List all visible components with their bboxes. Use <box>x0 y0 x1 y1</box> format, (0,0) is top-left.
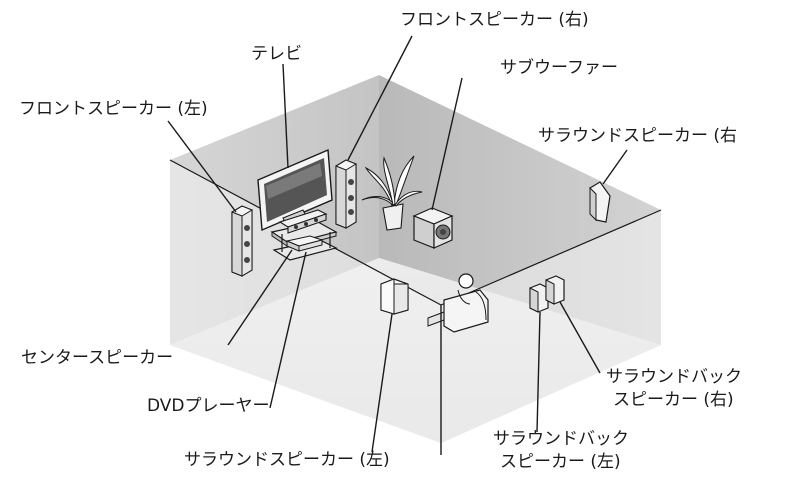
surround-right-speaker-shape <box>589 181 611 223</box>
subwoofer-shape <box>412 207 454 249</box>
surround-left-speaker-shape <box>380 278 409 315</box>
label-surround-right: サラウンドスピーカー (右 <box>538 126 738 146</box>
front-right-speaker-shape <box>335 159 357 229</box>
plant-shape <box>361 155 423 231</box>
label-subwoofer: サブウーファー <box>500 58 618 78</box>
tv-shape <box>257 148 333 232</box>
label-tv: テレビ <box>251 44 302 64</box>
label-surround-back-left-line2: スピーカー (左) <box>500 452 621 472</box>
label-surround-back-right-line1: サラウンドバック <box>606 367 742 387</box>
listener-chair-shape <box>427 273 489 333</box>
label-front-right: フロントスピーカー (右) <box>400 10 589 30</box>
surround-back-speakers-shape <box>529 275 565 313</box>
label-front-left: フロントスピーカー (左) <box>19 99 208 119</box>
label-surround-back-left-line1: サラウンドバック <box>493 429 629 449</box>
leader-lines <box>167 35 628 455</box>
label-dvd: DVDプレーヤー <box>147 396 270 416</box>
label-surround-left: サラウンドスピーカー (左) <box>184 450 390 470</box>
front-left-speaker-shape <box>231 205 253 277</box>
center-speaker-shape <box>278 209 328 234</box>
label-surround-back-right-line2: スピーカー (右) <box>613 390 734 410</box>
dvd-player-shape <box>285 235 324 252</box>
label-center: センタースピーカー <box>21 348 174 368</box>
